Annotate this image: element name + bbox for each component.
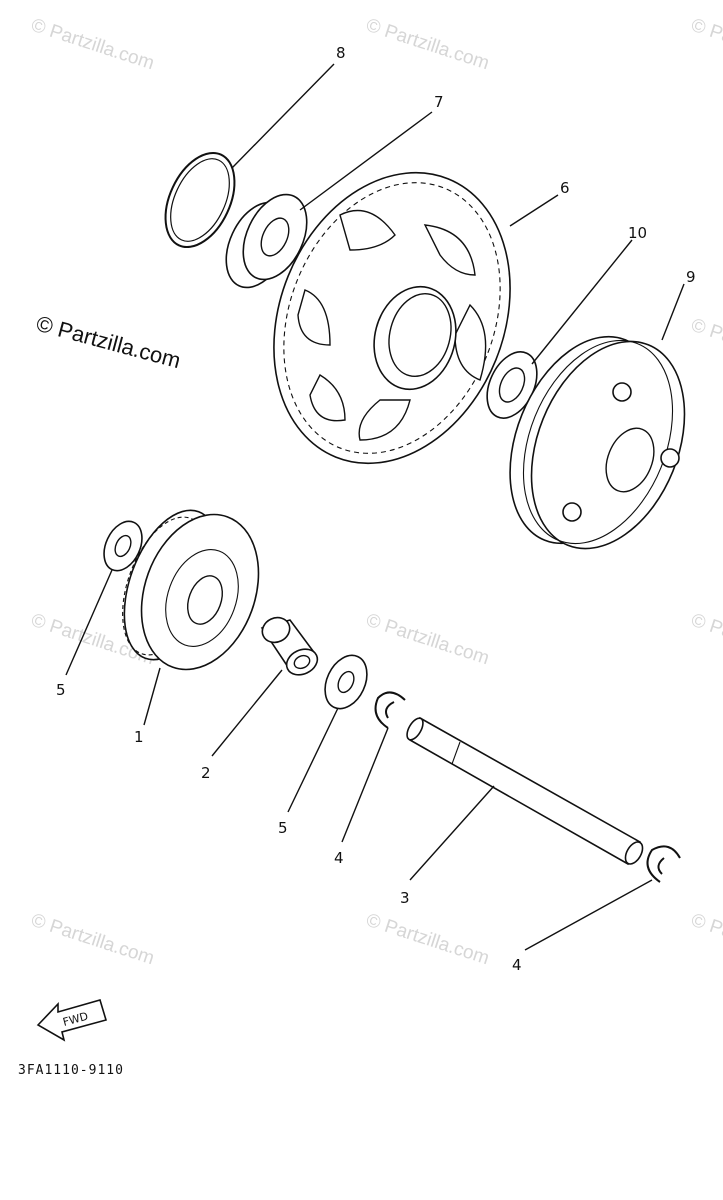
part-2-collar (260, 616, 319, 676)
watermark: © Partzilla.com (28, 15, 156, 75)
part-5-washer-upper (103, 520, 143, 572)
leader-lines (65, 63, 685, 951)
callout-2: 2 (201, 764, 211, 782)
part-6-starter-wheel-gear (273, 171, 511, 465)
watermark: © Partzilla.com (363, 610, 491, 670)
callout-8: 8 (336, 44, 346, 62)
part-9-starter-clutch (509, 335, 686, 550)
watermark: © Partzilla.com (688, 315, 723, 375)
part-4-circlip-lower (646, 845, 681, 883)
part-3-shaft (406, 716, 644, 866)
part-1-idler-gear (122, 509, 260, 671)
callout-4-upper: 4 (334, 849, 344, 867)
part-10-washer (486, 351, 538, 419)
callout-10: 10 (628, 224, 647, 242)
callout-5-upper: 5 (56, 681, 66, 699)
part-4-circlip-upper (374, 691, 406, 729)
part-8-circlip (164, 151, 236, 249)
watermark: © Partzilla.com (363, 15, 491, 75)
callout-9: 9 (686, 268, 696, 286)
callout-4-lower: 4 (512, 956, 522, 974)
callout-7: 7 (434, 93, 444, 111)
callout-5-lower: 5 (278, 819, 288, 837)
part-7-bearing (225, 193, 308, 289)
watermark-prominent: © Partzilla.com (34, 311, 184, 374)
fwd-label: FWD (61, 1010, 89, 1029)
callout-labels: 8 7 6 10 9 5 1 2 5 4 3 4 (56, 44, 696, 974)
watermark: © Partzilla.com (688, 910, 723, 970)
fwd-arrow: FWD (36, 999, 108, 1042)
watermark: © Partzilla.com (688, 15, 723, 75)
callout-3: 3 (400, 889, 410, 907)
callout-6: 6 (560, 179, 570, 197)
watermark: © Partzilla.com (28, 910, 156, 970)
watermark: © Partzilla.com (688, 610, 723, 670)
part-5-washer-lower (324, 654, 368, 710)
callout-1: 1 (134, 728, 144, 746)
diagram-code: 3FA1110-9110 (18, 1063, 124, 1078)
watermark: © Partzilla.com (363, 910, 491, 970)
